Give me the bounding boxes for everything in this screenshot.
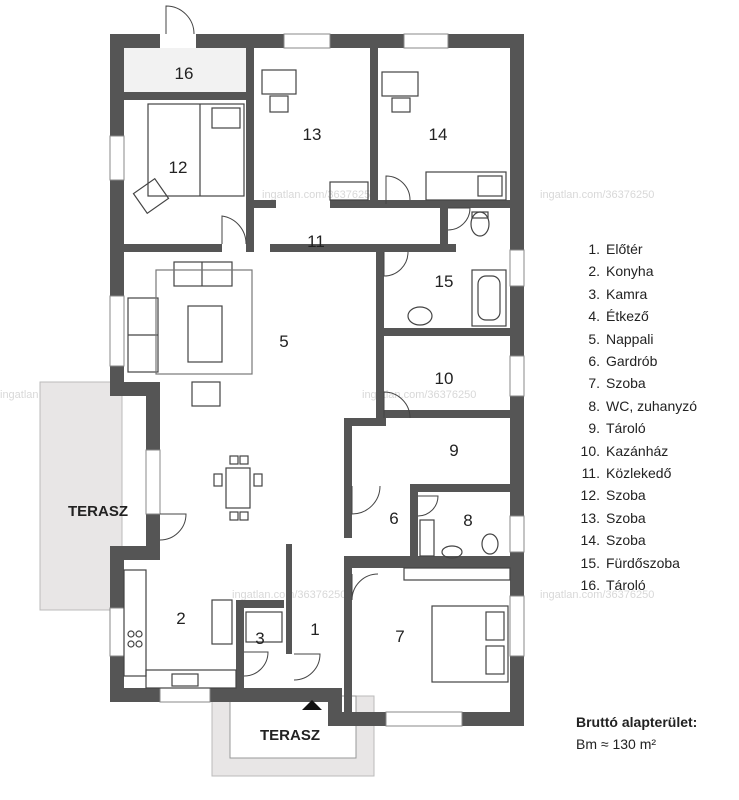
room-number: 2 <box>176 609 185 628</box>
sink-icon <box>441 545 463 559</box>
gross-area-value: Bm ≈ 130 m² <box>576 736 657 752</box>
sink-icon <box>407 306 433 326</box>
legend-item: 9.Tároló <box>588 420 646 437</box>
room-number: 5 <box>279 332 288 351</box>
room-number: 3 <box>255 629 264 648</box>
room-number: 12 <box>169 158 188 177</box>
sofa-icon <box>173 261 233 287</box>
watermark: ingatlan.com/36376250 <box>540 189 654 201</box>
room-16-floor <box>124 48 246 92</box>
legend-item: 11.Közlekedő <box>581 465 672 482</box>
coffee-table-icon <box>187 305 223 363</box>
legend-item: 6.Gardrób <box>588 353 658 370</box>
armchair-icon <box>132 177 170 215</box>
terrace-west <box>39 381 123 611</box>
room-number: 14 <box>429 125 448 144</box>
room-number: 6 <box>389 509 398 528</box>
room-number: 1 <box>310 620 319 639</box>
watermark: ingatlan.com/36376250 <box>362 389 476 401</box>
room-number: 15 <box>435 272 454 291</box>
toilet-icon <box>481 533 499 555</box>
room-number: 7 <box>395 627 404 646</box>
legend-item: 2.Konyha <box>588 263 654 280</box>
armchair-icon <box>191 381 221 407</box>
legend-item: 10.Kazánház <box>580 442 669 459</box>
watermark: ingatlan.com/36376250 <box>540 589 654 601</box>
furniture <box>123 69 511 689</box>
bed-icon <box>147 103 245 197</box>
room-number: 8 <box>463 511 472 530</box>
legend-item: 13.Szoba <box>580 509 646 526</box>
legend-item: 8.WC, zuhanyzó <box>588 397 698 414</box>
bed-icon <box>431 605 509 683</box>
room-legend: 1.Előtér 2.Konyha 3.Kamra 4.Étkező 5.Nap… <box>578 238 698 597</box>
legend-item: 15.Fürdőszoba <box>580 554 680 571</box>
desk-icon <box>261 69 297 95</box>
room-number: 9 <box>449 441 458 460</box>
dining-table-icon <box>225 467 251 509</box>
legend-item: 3.Kamra <box>588 285 648 302</box>
sink-icon <box>171 673 199 687</box>
entrance-arrow-icon <box>302 700 322 710</box>
legend-item: 4.Étkező <box>588 308 649 325</box>
legend-item: 12.Szoba <box>580 487 646 504</box>
legend-item: 1.Előtér <box>588 241 643 257</box>
chair-icon <box>391 97 411 113</box>
gross-area-label: Bruttó alapterület: <box>576 714 698 730</box>
room-number: 16 <box>175 64 194 83</box>
legend-item: 7.Szoba <box>588 375 646 392</box>
legend-item: 5.Nappali <box>588 330 654 347</box>
doors <box>159 5 471 681</box>
terrace-label: TERASZ <box>68 503 128 520</box>
legend-item: 14.Szoba <box>580 532 646 549</box>
room-number: 10 <box>435 369 454 388</box>
chair-icon <box>269 95 289 113</box>
room-number: 11 <box>307 232 325 251</box>
bed-icon <box>329 181 369 201</box>
fridge-icon <box>211 599 233 645</box>
legend-item: 16.Tároló <box>580 577 646 594</box>
windows <box>109 33 525 727</box>
bed-icon <box>425 171 507 201</box>
toilet-icon <box>470 211 490 237</box>
watermark: ingatlan.com/36376250 <box>262 189 376 201</box>
bathtub-icon <box>471 269 507 327</box>
kitchen-counter-icon <box>123 569 147 677</box>
room-number: 13 <box>303 125 322 144</box>
interior-walls <box>124 48 510 712</box>
desk-icon <box>381 71 419 97</box>
terrace-label: TERASZ <box>260 727 320 744</box>
